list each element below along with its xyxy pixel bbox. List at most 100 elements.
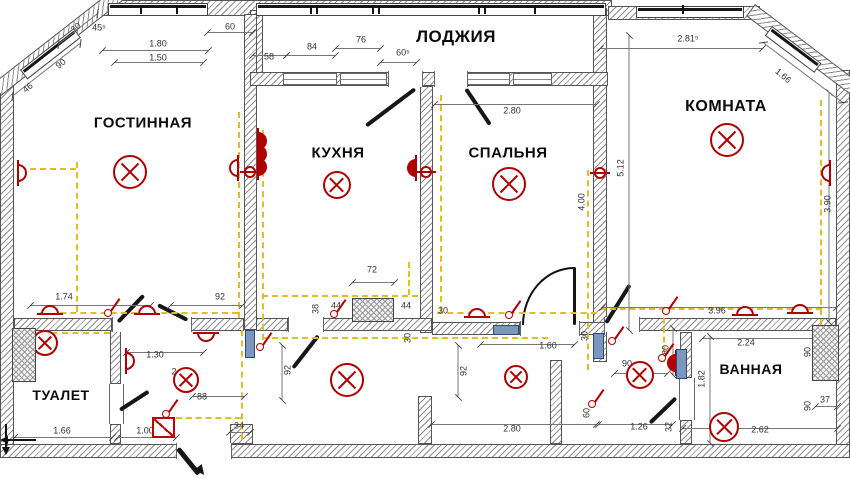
- dimension-line: [114, 62, 203, 63]
- junction-box: [676, 349, 687, 379]
- dimension-label: 1.50: [149, 52, 167, 63]
- dimension-label: 46: [20, 80, 35, 95]
- dimension-tick: [570, 340, 579, 349]
- dimension-tick: [278, 396, 287, 405]
- wall: [110, 330, 121, 384]
- vent-shaft: [352, 298, 394, 322]
- outlet-icon: [468, 308, 486, 317]
- dimension-label: 2.80: [503, 105, 521, 116]
- dimension-label: 37: [819, 394, 831, 405]
- wiring-line: [437, 312, 597, 314]
- dimension-tick: [79, 39, 82, 49]
- dimension-line: [102, 50, 208, 51]
- window-sill: [513, 73, 552, 85]
- dimension-label: 88: [196, 391, 208, 402]
- dimension-line: [602, 307, 836, 308]
- window-mullion: [478, 5, 480, 14]
- switch-icon: [330, 310, 338, 318]
- dimension-tick: [204, 46, 213, 55]
- dimension-tick: [331, 51, 340, 60]
- room-label-living: ГОСТИННАЯ: [93, 114, 193, 132]
- dimension-line: [117, 437, 176, 438]
- dimension-line: [286, 55, 335, 56]
- wall: [550, 360, 562, 444]
- dimension-label: 84: [306, 41, 318, 52]
- door-opening: [288, 317, 324, 332]
- dimension-line: [252, 55, 286, 56]
- wiring-line: [176, 417, 241, 419]
- outlet-icon: [736, 306, 754, 315]
- dimension-line: [815, 406, 837, 407]
- room-label-loggia: ЛОДЖИЯ: [416, 27, 496, 46]
- outlet-icon: [134, 313, 160, 315]
- window-mullion: [310, 5, 312, 14]
- window-mullion: [176, 5, 178, 14]
- ceiling-light-icon: [492, 167, 526, 201]
- door-leaf: [573, 267, 576, 325]
- dimension-line: [480, 344, 574, 345]
- room-label-bedroom: СПАЛЬНЯ: [468, 144, 548, 162]
- door-opening: [112, 317, 192, 332]
- wiring-line: [262, 295, 418, 297]
- switch-icon: [588, 400, 596, 408]
- ceiling-light-icon: [323, 171, 351, 199]
- outlet-icon: [193, 332, 219, 334]
- wiring-line: [241, 330, 243, 440]
- wiring-line: [76, 162, 78, 312]
- dimension-label: 90: [802, 400, 813, 412]
- dimension-label: 1.66: [773, 66, 794, 86]
- wall: [420, 86, 433, 333]
- outlet-icon: [41, 305, 59, 314]
- dimension-label: 4.00: [576, 193, 587, 211]
- dimension-line: [600, 48, 762, 49]
- window-sill: [467, 73, 510, 85]
- door-leaf: [291, 334, 320, 370]
- dimension-line: [682, 428, 837, 429]
- ceiling-light-icon: [626, 361, 654, 389]
- dimension-label: 1.26: [630, 421, 648, 432]
- dimension-label: 2.80: [503, 423, 521, 434]
- dimension-tick: [454, 341, 463, 350]
- wall: [0, 84, 14, 458]
- dimension-tick: [278, 341, 287, 350]
- wiring-line: [663, 308, 665, 362]
- dimension-line: [702, 338, 832, 339]
- junction-circle-icon: [240, 171, 260, 173]
- outlet-icon: [37, 313, 63, 315]
- wiring-line: [262, 337, 548, 339]
- window-mullion: [484, 5, 486, 14]
- dimension-tick: [376, 44, 385, 53]
- switch-icon: [594, 389, 605, 403]
- dimension-line: [207, 32, 252, 33]
- wall: [638, 318, 836, 331]
- dimension-label: 72: [366, 264, 378, 275]
- outlet-icon: [258, 158, 267, 176]
- window-mullion: [378, 5, 380, 14]
- wiring-line: [20, 332, 110, 334]
- dimension-label: 44: [400, 300, 412, 311]
- wiring-line: [820, 100, 822, 325]
- dimension-tick: [625, 31, 634, 40]
- door-opening: [388, 71, 423, 87]
- outlet-icon: [229, 159, 238, 177]
- dimension-label: 5.12: [615, 159, 626, 177]
- window-mullion: [682, 5, 684, 14]
- dimension-label: 1.80: [149, 38, 167, 49]
- vent-shaft: [812, 325, 839, 381]
- wall: [256, 318, 288, 331]
- junction-box: [593, 333, 604, 359]
- window: [636, 6, 744, 18]
- dimension-label: 92: [214, 291, 226, 302]
- electrical-panel-icon: [152, 417, 175, 438]
- dimension-label: 90: [53, 56, 68, 71]
- wiring-line: [600, 308, 822, 310]
- outlet-icon: [237, 155, 239, 181]
- dimension-label: 60⁵: [396, 47, 410, 58]
- switch-icon: [658, 354, 666, 362]
- dimension-label: 1.30: [146, 349, 164, 360]
- dimension-label: 1.00: [136, 425, 154, 436]
- room-label-bath: ВАННАЯ: [719, 361, 783, 377]
- window-mullion: [316, 5, 318, 14]
- switch-icon: [104, 309, 112, 317]
- switch-icon: [662, 307, 670, 315]
